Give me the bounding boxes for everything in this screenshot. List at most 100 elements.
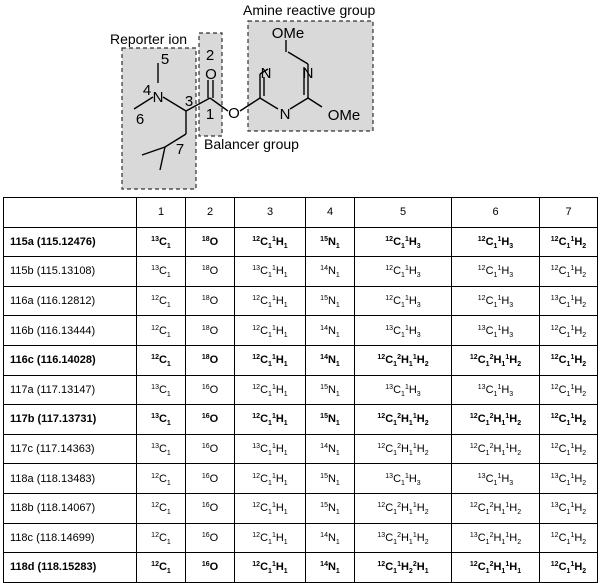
isotope-cell-position-5: 13C11H3 — [354, 463, 452, 494]
isotope-cell-position-3: 13C11H1 — [234, 433, 306, 465]
reporter-ion-box — [121, 47, 197, 190]
isotope-cell-position-4: 15N1 — [305, 374, 355, 406]
reagent-label: 115b (115.13108) — [3, 256, 137, 287]
isotope-cell-position-5: 13C11H3 — [354, 315, 452, 346]
isotope-cell-position-1: 12C1 — [136, 315, 186, 346]
isotope-cell-position-6: 12C12H11H2 — [451, 492, 540, 524]
column-header-3: 3 — [234, 197, 306, 228]
isotope-cell-position-4: 15N1 — [305, 463, 355, 494]
atom-n-ring-bottom: N — [280, 106, 291, 123]
isotope-cell-position-2: 18O — [185, 256, 235, 287]
reagent-label: 118c (118.14699) — [3, 522, 137, 554]
isotope-cell-position-1: 12C1 — [136, 344, 186, 376]
isotope-cell-position-6: 12C11H3 — [451, 226, 540, 258]
isotope-cell-position-3: 12C11H1 — [234, 492, 306, 524]
isotope-cell-position-5: 12C11H3 — [354, 285, 452, 317]
isotope-cell-position-3: 12C11H1 — [234, 404, 306, 435]
methoxy-right: OMe — [328, 107, 361, 124]
column-header-5: 5 — [354, 197, 452, 228]
molecule-bonds — [133, 40, 323, 171]
isotope-cell-position-5: 12C11H3 — [354, 256, 452, 287]
atom-n-ring-right: N — [303, 65, 314, 82]
isotope-cell-position-7: 13C11H2 — [539, 285, 598, 317]
reagent-label: 116b (116.13444) — [3, 315, 137, 346]
isotope-cell-position-2: 16O — [185, 404, 235, 435]
chemical-structure-diagram: N O O N N N OMe OMe 1 2 3 4 5 6 7 Report… — [110, 2, 376, 190]
isotope-cell-position-5: 12C12H11H2 — [354, 433, 452, 465]
isotope-cell-position-4: 15N1 — [305, 285, 355, 317]
isotope-cell-position-3: 12C11H1 — [234, 315, 306, 346]
isotope-cell-position-3: 12C11H1 — [234, 552, 306, 583]
isotope-cell-position-7: 12C11H2 — [539, 433, 598, 465]
isotope-cell-position-7: 12C11H2 — [539, 404, 598, 435]
isotope-cell-position-4: 15N1 — [305, 404, 355, 435]
isotope-cell-position-5: 13C12H11H2 — [354, 522, 452, 554]
isotope-cell-position-2: 16O — [185, 374, 235, 406]
isotope-cell-position-1: 13C1 — [136, 404, 186, 435]
column-header-7: 7 — [539, 197, 598, 228]
column-header-6: 6 — [451, 197, 540, 228]
position-6: 6 — [136, 111, 144, 128]
isotope-cell-position-1: 13C1 — [136, 256, 186, 287]
isotope-cell-position-1: 13C1 — [136, 433, 186, 465]
isotope-cell-position-7: 13C11H2 — [539, 463, 598, 494]
reagent-label: 117c (117.14363) — [3, 433, 137, 465]
isotope-cell-position-1: 12C1 — [136, 285, 186, 317]
isotope-cell-position-2: 16O — [185, 522, 235, 554]
isotope-cell-position-2: 16O — [185, 463, 235, 494]
isotope-cell-position-7: 12C11H2 — [539, 315, 598, 346]
isotope-cell-position-6: 13C11H3 — [451, 463, 540, 494]
isotope-cell-position-6: 13C11H3 — [451, 315, 540, 346]
isotope-cell-position-3: 13C11H1 — [234, 256, 306, 287]
isotope-cell-position-7: 12C11H2 — [539, 374, 598, 406]
balancer-group-label: Balancer group — [204, 136, 299, 152]
isotope-cell-position-5: 12C11H22H1 — [354, 552, 452, 583]
balancer-group-box — [198, 32, 223, 137]
isotope-cell-position-3: 12C11H1 — [234, 522, 306, 554]
isotope-cell-position-6: 12C12H11H1 — [451, 552, 540, 583]
isotope-cell-position-7: 12C11H2 — [539, 552, 598, 583]
isotope-cell-position-1: 12C1 — [136, 522, 186, 554]
isotope-cell-position-3: 12C11H1 — [234, 285, 306, 317]
isotope-cell-position-6: 13C12H11H2 — [451, 522, 540, 554]
isotope-cell-position-4: 14N1 — [305, 344, 355, 376]
isotope-cell-position-6: 12C12H11H2 — [451, 433, 540, 465]
atom-o-ester: O — [228, 105, 240, 122]
atom-o-carbonyl: O — [205, 66, 217, 83]
reagent-label: 115a (115.12476) — [3, 226, 137, 258]
position-3: 3 — [185, 93, 193, 110]
position-1: 1 — [206, 106, 214, 123]
isotope-cell-position-1: 12C1 — [136, 463, 186, 494]
isotope-cell-position-4: 14N1 — [305, 256, 355, 287]
isotope-cell-position-3: 12C11H1 — [234, 374, 306, 406]
position-7: 7 — [176, 141, 184, 158]
reagent-label: 117a (117.13147) — [3, 374, 137, 406]
isotope-cell-position-5: 12C12H11H2 — [354, 492, 452, 524]
column-header-2: 2 — [185, 197, 235, 228]
position-5: 5 — [161, 51, 169, 68]
isotope-cell-position-5: 13C11H3 — [354, 374, 452, 406]
isotope-cell-position-1: 13C1 — [136, 226, 186, 258]
isotope-cell-position-7: 12C11H2 — [539, 226, 598, 258]
position-4: 4 — [143, 82, 151, 99]
isotope-cell-position-7: 12C11H2 — [539, 522, 598, 554]
isotope-cell-position-2: 18O — [185, 344, 235, 376]
isotope-cell-position-4: 14N1 — [305, 552, 355, 583]
isotope-cell-position-3: 12C11H1 — [234, 226, 306, 258]
isotope-cell-position-7: 12C11H2 — [539, 344, 598, 376]
position-2: 2 — [206, 47, 214, 64]
column-header-0 — [3, 197, 137, 228]
isotope-cell-position-7: 13C11H2 — [539, 492, 598, 524]
